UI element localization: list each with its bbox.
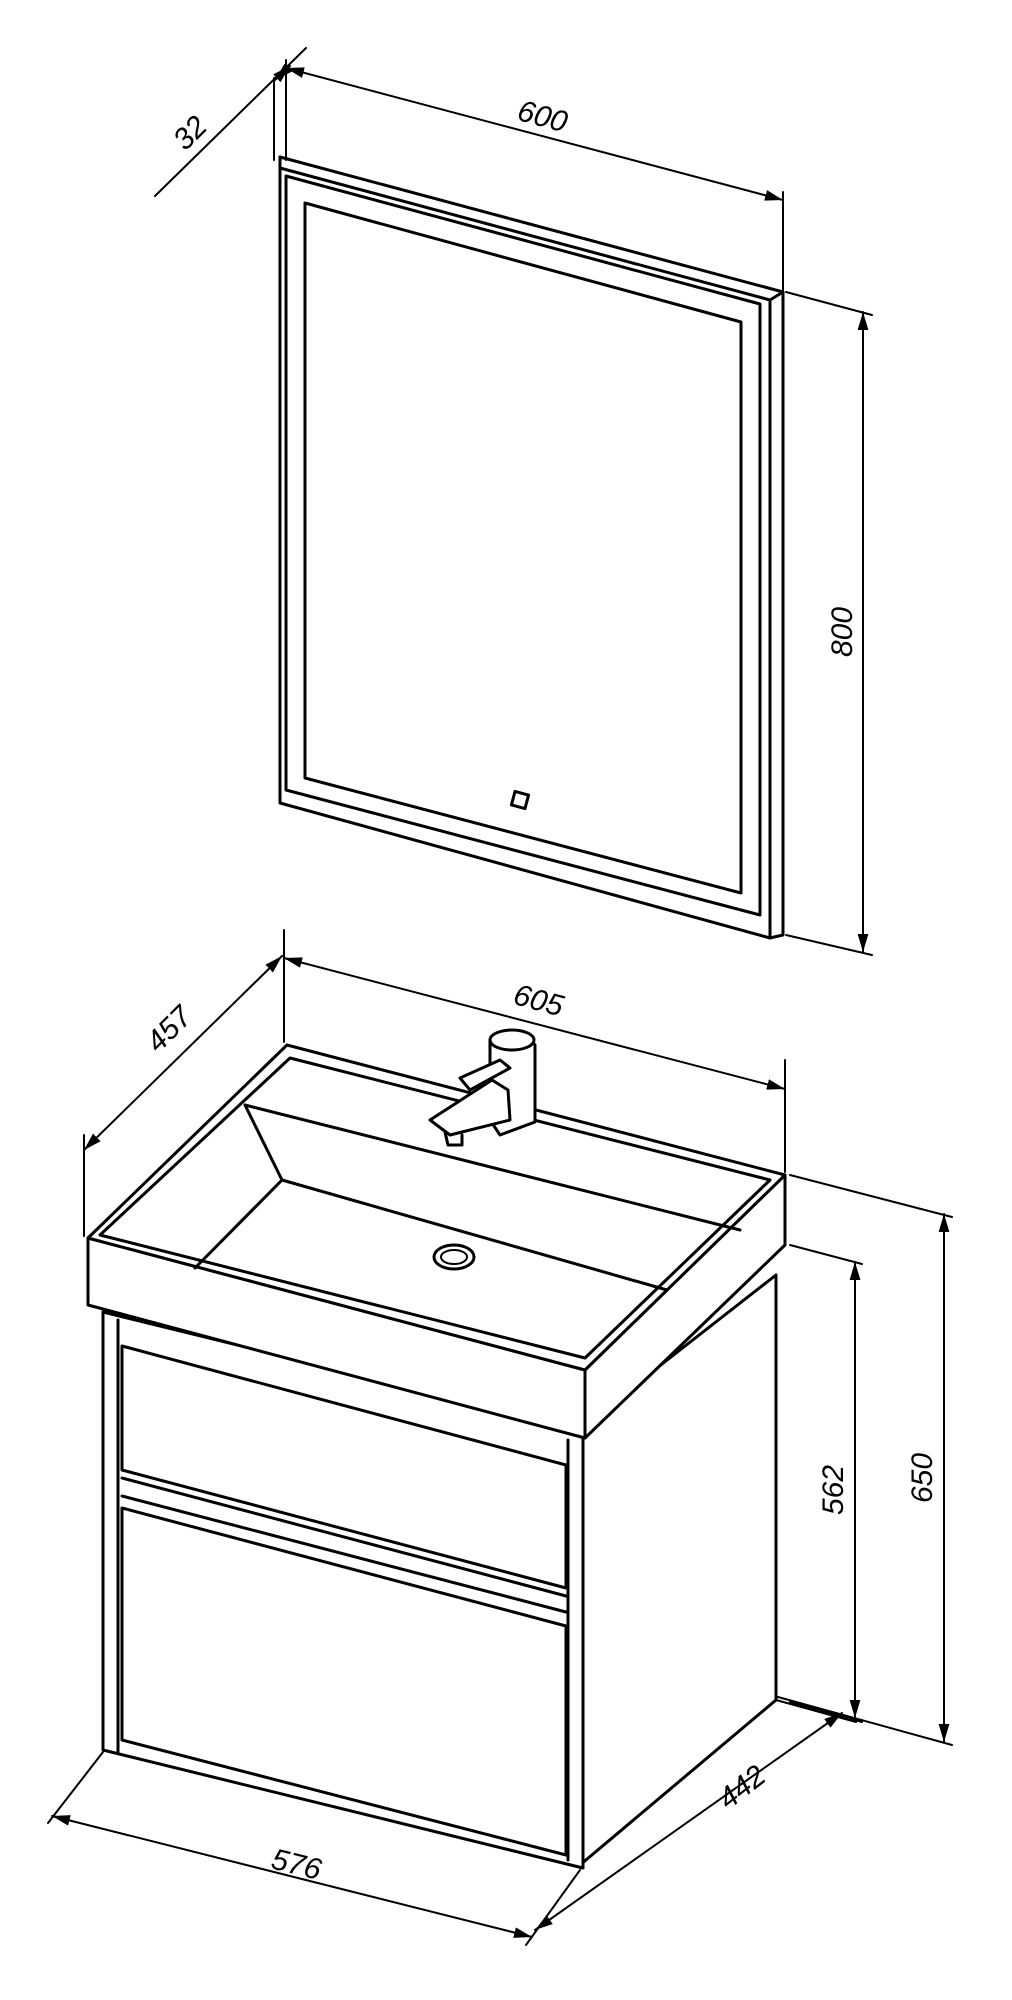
vanity xyxy=(86,1028,787,1870)
vanity-total-height-dimension: 650 xyxy=(777,1174,953,1746)
vanity-top-width-label: 605 xyxy=(510,978,567,1023)
mirror-frame-outer xyxy=(278,155,785,940)
vanity-bottom-width-label: 576 xyxy=(268,1843,325,1887)
mirror-frame-inner xyxy=(284,174,762,917)
upper-drawer-front xyxy=(120,1344,568,1590)
mirror-height-dimension: 800 xyxy=(785,291,873,956)
drain-icon xyxy=(432,1243,476,1271)
vanity-top-depth-label: 457 xyxy=(140,999,200,1059)
mirror-height-label: 800 xyxy=(826,607,859,657)
vanity-cabinet-height-label: 562 xyxy=(817,1465,850,1515)
touch-switch-icon xyxy=(509,789,531,811)
mirror-width-label: 600 xyxy=(514,94,571,139)
mirror-light-strip xyxy=(303,201,743,895)
mirror-depth-label: 32 xyxy=(167,110,214,157)
drawer-rail xyxy=(120,1476,568,1614)
mirror xyxy=(278,155,785,940)
vanity-top-width-dimension: 605 xyxy=(283,929,786,1173)
vanity-total-height-label: 650 xyxy=(906,1453,939,1503)
mirror-frame-side xyxy=(278,155,785,940)
vanity-cabinet-height-dimension: 562 xyxy=(789,1244,863,1723)
